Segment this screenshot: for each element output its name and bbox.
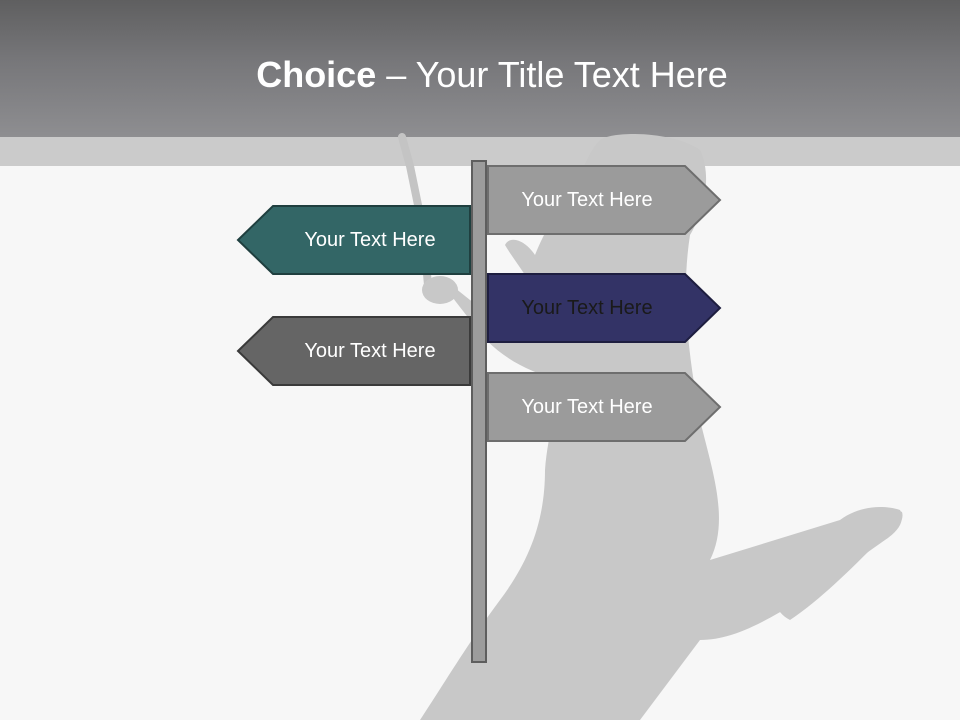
title-banner	[0, 0, 960, 137]
sign-arrow-right-3: Your Text Here	[487, 273, 723, 343]
title-rest: – Your Title Text Here	[376, 54, 728, 95]
sign-arrow-left-4: Your Text Here	[235, 316, 471, 386]
arrow-right-shape	[487, 372, 722, 442]
sign-label-5: Your Text Here	[521, 395, 653, 418]
arrow-left-shape	[236, 205, 471, 275]
title-bold-word: Choice	[256, 54, 377, 95]
arrow-right-shape	[487, 273, 722, 343]
arrow-left-shape	[236, 316, 471, 386]
sign-label-1: Your Text Here	[521, 188, 653, 211]
signpost-pole	[471, 160, 487, 663]
slide-title: Choice – Your Title Text Here	[0, 50, 960, 100]
sign-label-4: Your Text Here	[304, 339, 436, 362]
sign-label-2: Your Text Here	[304, 228, 436, 251]
sign-arrow-left-2: Your Text Here	[235, 205, 471, 275]
sign-label-3: Your Text Here	[521, 296, 653, 319]
sign-arrow-right-1: Your Text Here	[487, 165, 723, 235]
sign-arrow-right-5: Your Text Here	[487, 372, 723, 442]
arrow-right-shape	[487, 165, 722, 235]
